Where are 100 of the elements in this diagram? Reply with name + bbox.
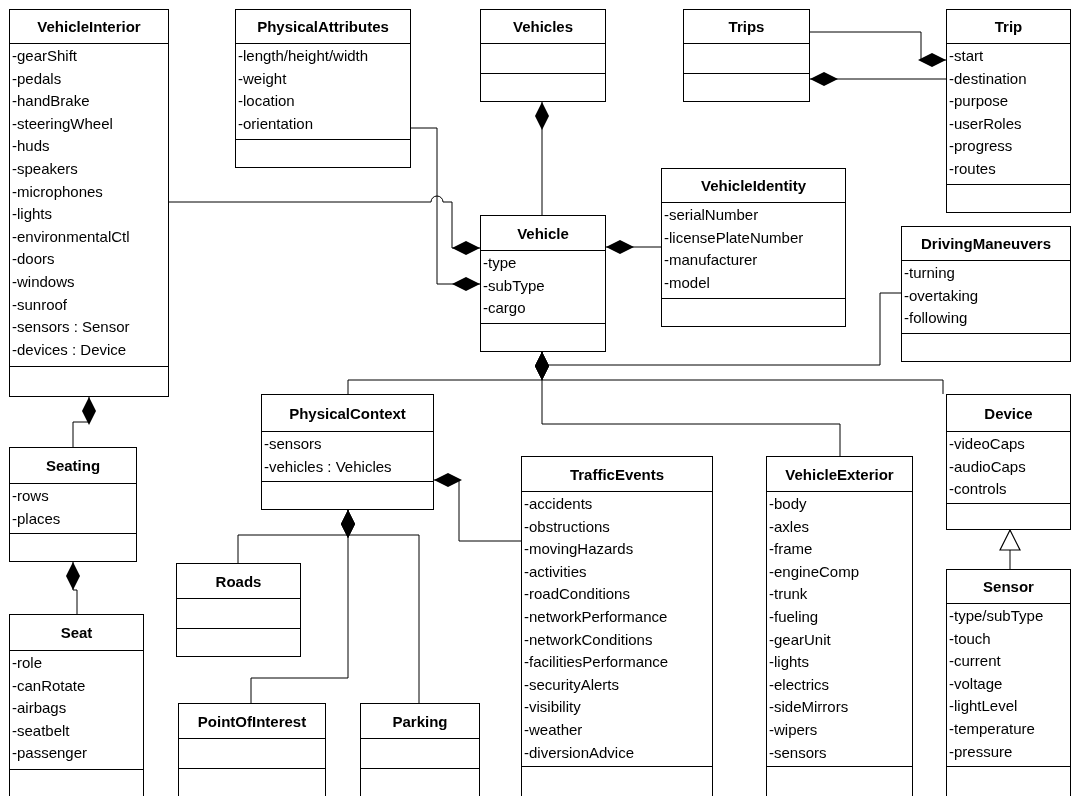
class-name: PhysicalAttributes (257, 18, 389, 35)
composition-connector (341, 509, 420, 704)
class-name: Parking (392, 712, 448, 730)
attribute-text: -overtaking (904, 285, 979, 306)
attribute-text: -model (664, 272, 710, 293)
class-name: PhysicalContext (289, 404, 406, 422)
attribute-text: -devices : Device (12, 339, 127, 360)
class-box (946, 9, 1071, 213)
attribute-text: -weather (524, 719, 583, 740)
class-name: PointOfInterest (197, 712, 307, 730)
composition-connector (410, 127, 481, 291)
class-box (235, 9, 411, 168)
attribute-text: -location (238, 91, 295, 112)
composition-connector (809, 72, 947, 86)
attribute-text: -lights (769, 652, 809, 673)
class-name: DrivingManeuvers (920, 235, 1051, 252)
attribute-text: -controls (949, 479, 1007, 500)
attribute-text: -licensePlateNumber (664, 227, 804, 248)
class-box (766, 456, 913, 796)
attribute-text: -trunk (769, 584, 808, 605)
class-box (480, 9, 606, 102)
class-box (661, 168, 846, 327)
attribute-text: -subType (483, 275, 545, 296)
attribute-text: -userRoles (949, 113, 1022, 134)
attribute-text: -passenger (12, 743, 88, 764)
attribute-text: -serialNumber (664, 205, 759, 225)
class-name: Vehicles (512, 18, 573, 35)
attribute-text: -destination (949, 68, 1027, 89)
attribute-text: -purpose (949, 91, 1009, 112)
class-name: VehicleInterior (37, 18, 141, 35)
class-name: VehicleIdentity (700, 177, 806, 194)
class-box (9, 614, 144, 796)
attribute-text: -obstructions (524, 516, 610, 537)
attribute-text: -airbags (12, 698, 67, 719)
attribute-text: -videoCaps (949, 434, 1025, 454)
attribute-text: -roadConditions (524, 584, 630, 605)
attribute-text: -securityAlerts (524, 674, 620, 695)
attribute-text: -facilitiesPerformance (524, 652, 669, 673)
composition-connector (168, 195, 481, 255)
attribute-text: -seatbelt (12, 720, 70, 741)
attribute-text: -sensors : Sensor (12, 317, 130, 338)
attribute-text: -places (12, 508, 61, 529)
class-box (9, 9, 169, 397)
class-name: Trips (728, 18, 765, 35)
class-box (901, 226, 1071, 362)
attribute-text: -current (949, 651, 1001, 672)
attribute-text: -turning (904, 263, 955, 283)
attribute-text: -cargo (483, 298, 526, 319)
attribute-text: -gearShift (12, 46, 78, 66)
attribute-text: -pedals (12, 68, 62, 89)
attribute-text: -type/subType (949, 606, 1044, 626)
class-box (521, 456, 713, 796)
attribute-text: -vehicles : Vehicles (264, 456, 392, 477)
attribute-text: -axles (769, 516, 809, 537)
attribute-text: -electrics (769, 674, 829, 695)
class-name: Seating (45, 457, 101, 474)
attribute-text: -frame (769, 539, 813, 560)
class-name: Device (984, 404, 1033, 422)
attribute-text: -start (949, 46, 984, 66)
class-name: Roads (215, 572, 262, 590)
class-box (480, 215, 606, 352)
class-name: TrafficEvents (569, 465, 665, 483)
attribute-text: -diversionAdvice (524, 742, 635, 763)
composition-connector (433, 473, 522, 542)
attribute-text: -sideMirrors (769, 697, 849, 718)
attribute-text: -audioCaps (949, 456, 1026, 477)
attribute-text: -environmentalCtl (12, 226, 130, 247)
class-name: Trip (994, 18, 1023, 35)
attribute-text: -steeringWheel (12, 113, 113, 134)
attribute-text: -body (769, 494, 807, 514)
attribute-text: -weight (238, 68, 287, 89)
attribute-text: -orientation (238, 113, 314, 134)
composition-connector (72, 396, 96, 448)
attribute-text: -gearUnit (769, 629, 831, 650)
attribute-text: -networkPerformance (524, 606, 668, 627)
attribute-text: -speakers (12, 158, 78, 179)
composition-connector (809, 31, 947, 67)
attribute-text: -sunroof (12, 294, 68, 315)
attribute-text: -rows (12, 486, 49, 506)
class-box (683, 9, 810, 102)
attribute-text: -canRotate (12, 675, 86, 696)
attribute-text: -accidents (524, 494, 593, 514)
attribute-text: -networkConditions (524, 629, 653, 650)
attribute-text: -routes (949, 158, 996, 179)
attribute-text: -temperature (949, 718, 1035, 739)
class-box (261, 394, 434, 510)
class-box (946, 569, 1071, 796)
attribute-text: -handBrake (12, 91, 90, 112)
class-box (178, 703, 326, 796)
class-name: Sensor (983, 578, 1034, 595)
class-box (9, 447, 137, 562)
generalization-arrow (999, 529, 1021, 570)
attribute-text: -lights (12, 204, 52, 225)
attribute-text: -following (904, 308, 968, 329)
class-name: Seat (60, 624, 93, 641)
attribute-text: -voltage (949, 673, 1003, 694)
attribute-text: -doors (12, 249, 55, 270)
class-box (946, 394, 1071, 530)
attribute-text: -sensors (264, 434, 322, 454)
attribute-text: -visibility (524, 697, 581, 718)
